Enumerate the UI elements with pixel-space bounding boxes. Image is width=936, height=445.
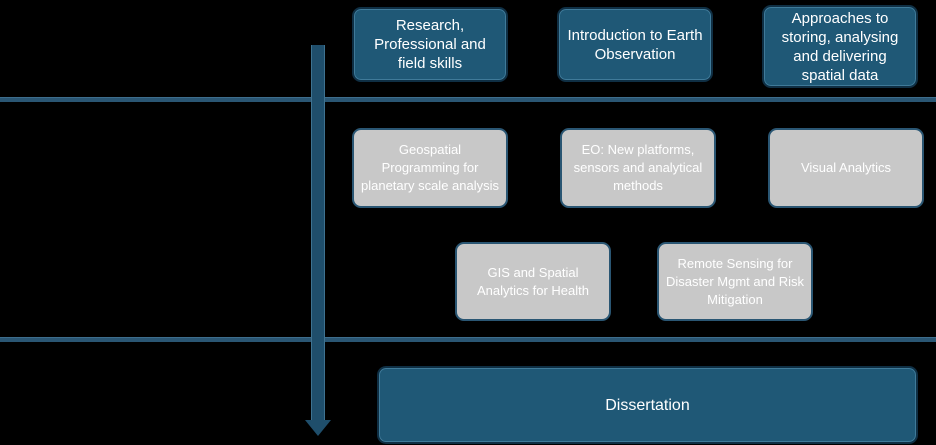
module-dissertation-label: Dissertation	[605, 396, 690, 414]
section-divider-bottom	[0, 337, 936, 342]
module-visual-analytics: Visual Analytics	[768, 128, 924, 208]
module-eo-platforms: EO: New platforms, sensors and analytica…	[560, 128, 716, 208]
module-intro-earth-observation: Introduction to Earth Observation	[557, 7, 713, 82]
module-remote-sensing-disaster-label: Remote Sensing for Disaster Mgmt and Ris…	[666, 255, 804, 307]
module-dissertation: Dissertation	[377, 366, 918, 444]
module-remote-sensing-disaster: Remote Sensing for Disaster Mgmt and Ris…	[657, 242, 813, 321]
module-intro-earth-observation-label: Introduction to Earth Observation	[567, 26, 703, 63]
module-gis-health: GIS and Spatial Analytics for Health	[455, 242, 611, 321]
timeline-arrow-shaft	[311, 45, 325, 423]
module-eo-platforms-label: EO: New platforms, sensors and analytica…	[573, 142, 703, 193]
timeline-arrow-head	[305, 420, 331, 436]
module-spatial-data-approaches: Approaches to storing, analysing and del…	[762, 5, 918, 88]
module-research-skills: Research, Professional and field skills	[352, 7, 508, 82]
module-geospatial-programming: Geospatial Programming for planetary sca…	[352, 128, 508, 208]
module-spatial-data-approaches-label: Approaches to storing, analysing and del…	[781, 9, 899, 84]
section-divider-top	[0, 97, 936, 102]
module-gis-health-label: GIS and Spatial Analytics for Health	[477, 264, 589, 298]
module-research-skills-label: Research, Professional and field skills	[374, 17, 486, 72]
module-geospatial-programming-label: Geospatial Programming for planetary sca…	[360, 142, 500, 193]
module-visual-analytics-label: Visual Analytics	[800, 160, 892, 175]
